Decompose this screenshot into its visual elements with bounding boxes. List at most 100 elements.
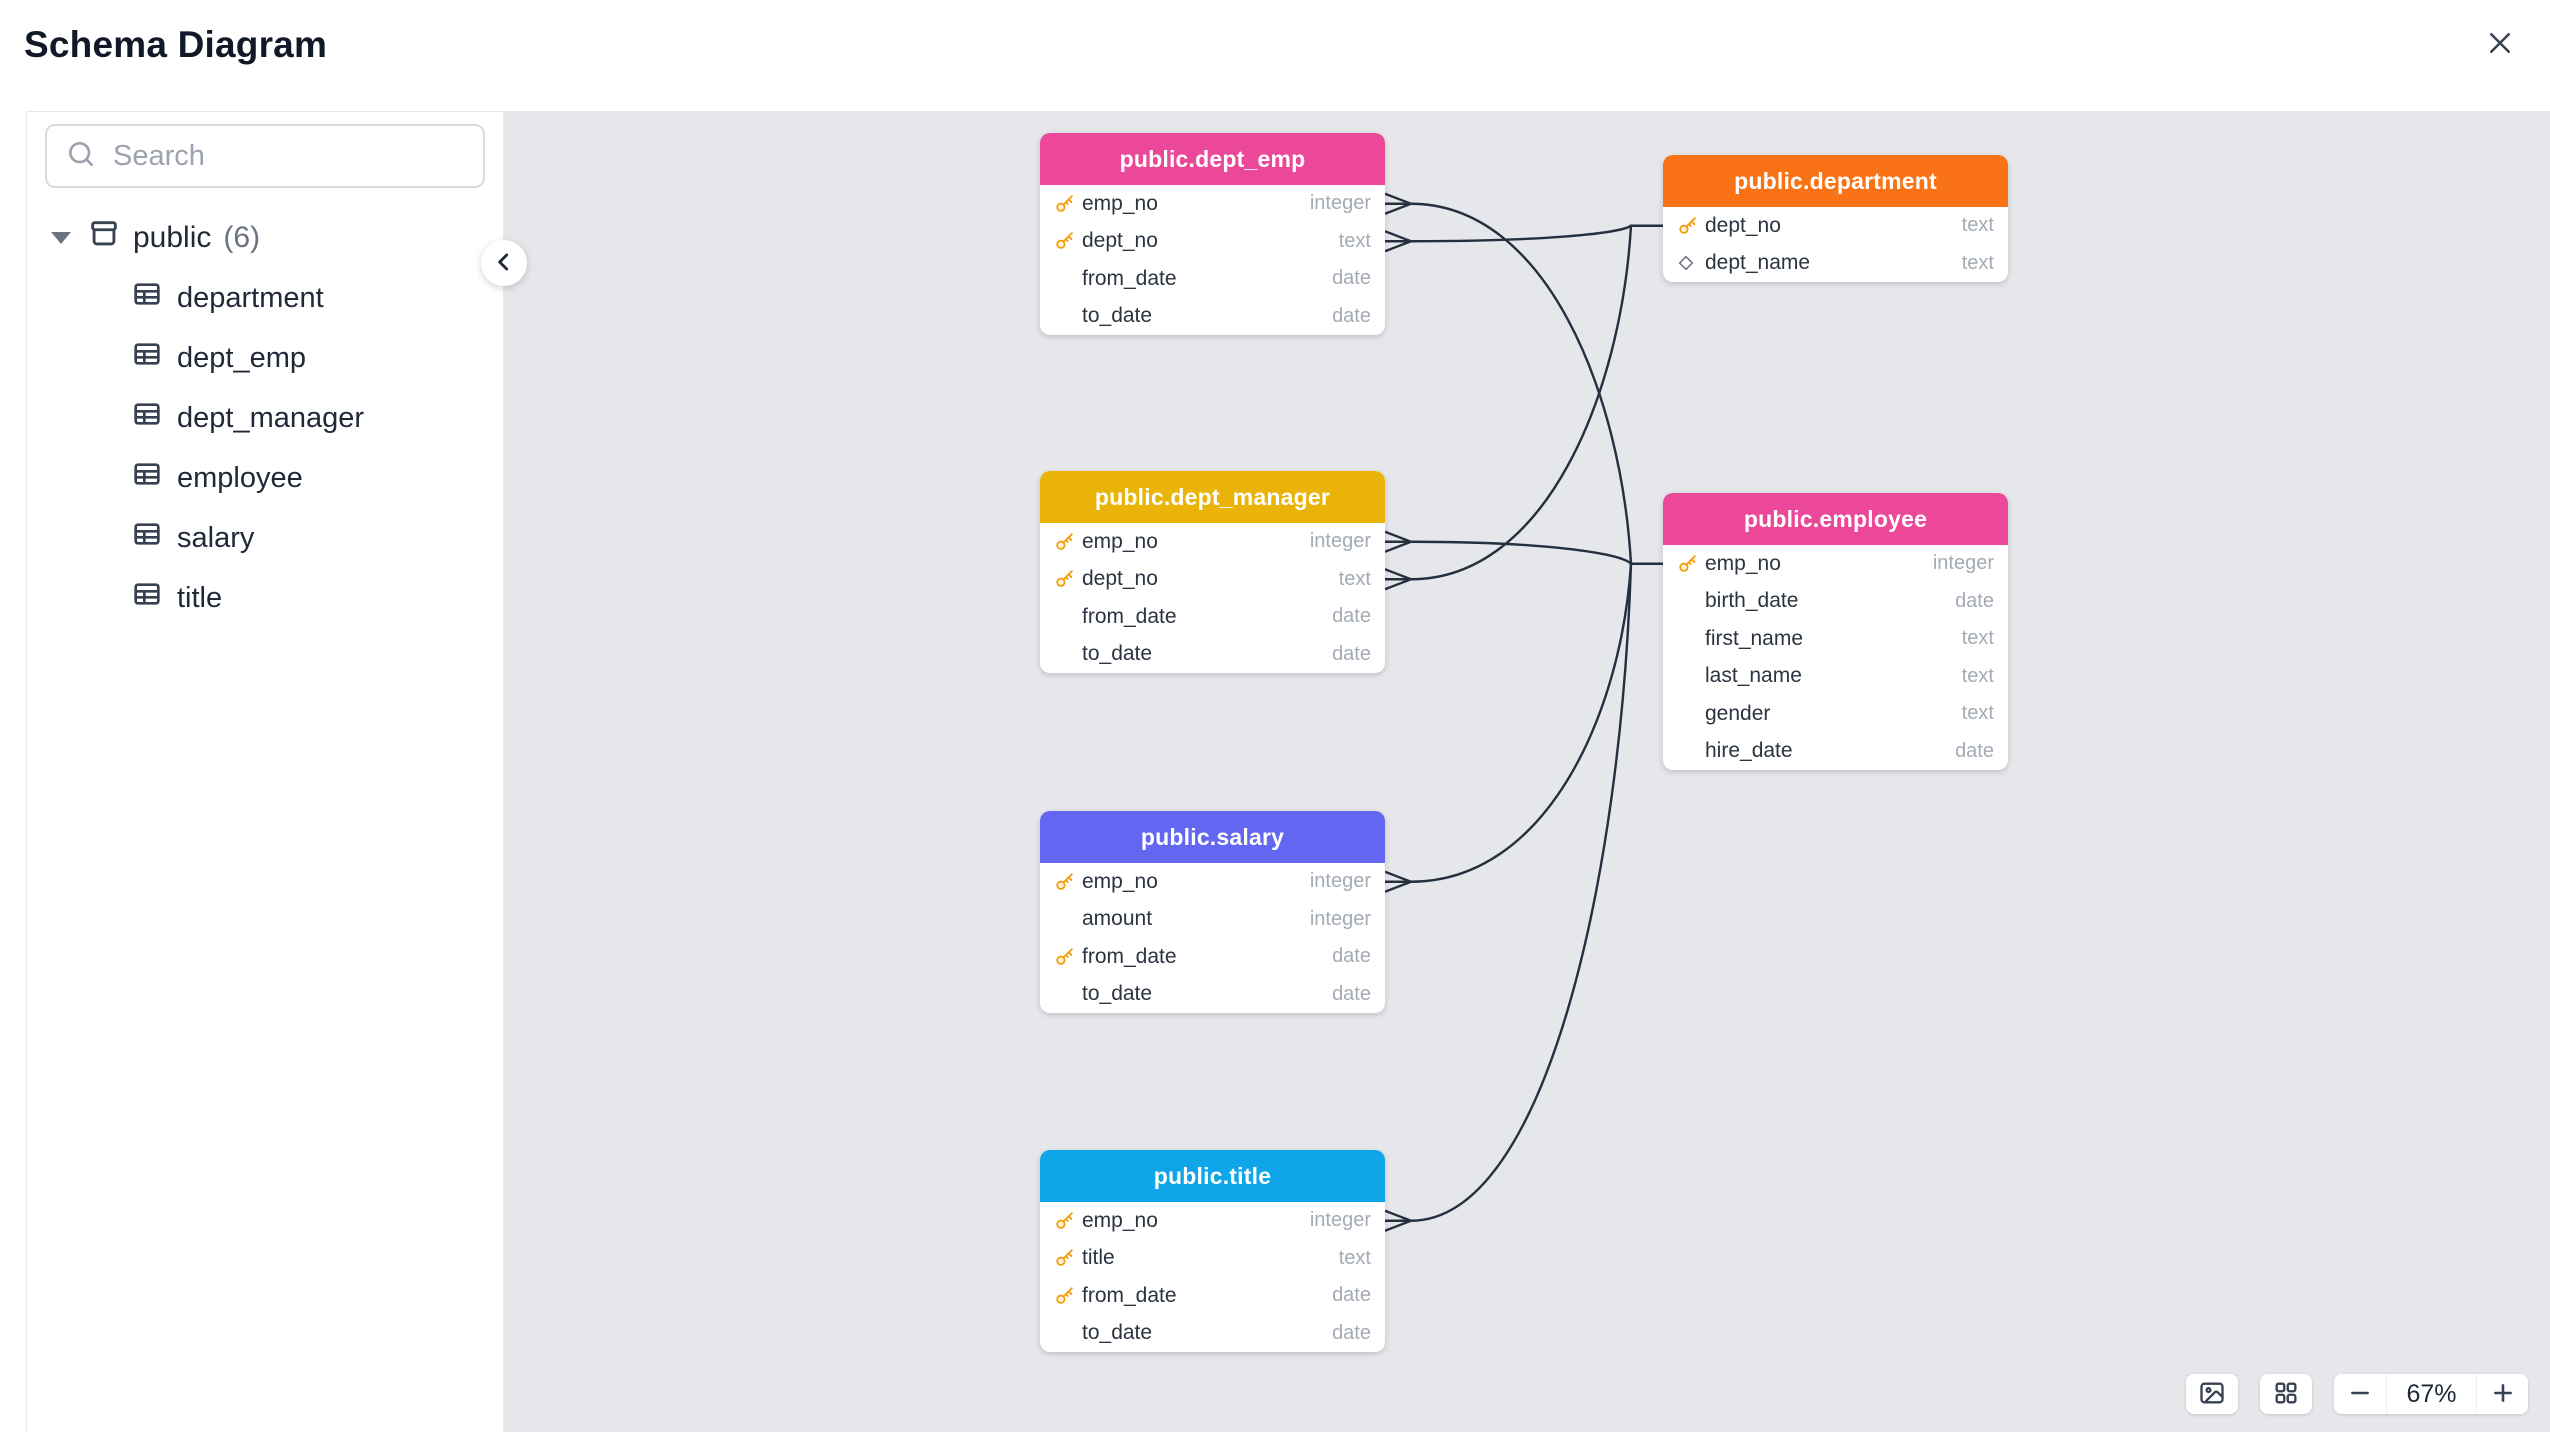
sidebar-item-department[interactable]: department (27, 268, 503, 328)
primary-key-icon (1056, 533, 1073, 550)
column-row[interactable]: emp_no integer (1040, 523, 1385, 561)
column-name: dept_name (1705, 251, 1811, 275)
column-name: from_date (1082, 266, 1177, 290)
column-name: first_name (1705, 626, 1804, 650)
column-row[interactable]: emp_no integer (1040, 863, 1385, 901)
zoom-control: 67% (2334, 1374, 2528, 1414)
zoom-out-button[interactable] (2334, 1374, 2386, 1414)
image-icon (2198, 1379, 2226, 1410)
column-row[interactable]: dept_no text (1663, 207, 2008, 245)
schema-icon (87, 217, 121, 259)
sidebar-collapse-button[interactable] (481, 240, 527, 286)
column-row[interactable]: gender text (1663, 695, 2008, 733)
column-type: integer (1309, 907, 1371, 930)
primary-key-icon (1056, 1287, 1073, 1304)
column-type: integer (1932, 552, 1994, 575)
table-node-rows: emp_no integer amount integer from_date … (1040, 863, 1385, 1013)
table-icon (131, 398, 163, 438)
column-name: emp_no (1082, 869, 1158, 893)
table-node-salary[interactable]: public.salary emp_no integer amount inte… (1040, 811, 1385, 1013)
primary-key-icon (1679, 555, 1696, 572)
column-type: integer (1309, 1209, 1371, 1232)
download-image-button[interactable] (2186, 1374, 2238, 1414)
primary-key-icon (1056, 232, 1073, 250)
column-name: hire_date (1705, 739, 1793, 763)
column-row[interactable]: from_date date (1040, 1277, 1385, 1315)
auto-layout-button[interactable] (2260, 1374, 2312, 1414)
column-type: date (1332, 304, 1371, 327)
column-row[interactable]: last_name text (1663, 658, 2008, 696)
table-node-header[interactable]: public.salary (1040, 811, 1385, 863)
caret-down-icon[interactable] (51, 232, 71, 244)
schema-tree: public (6) department dept_emp dept_mana… (27, 208, 503, 628)
table-icon (131, 578, 163, 618)
column-name: emp_no (1705, 551, 1781, 575)
sidebar-item-dept_emp[interactable]: dept_emp (27, 328, 503, 388)
sidebar-item-title[interactable]: title (27, 568, 503, 628)
column-row[interactable]: dept_name text (1663, 245, 2008, 283)
minus-icon (2347, 1380, 2373, 1409)
column-row[interactable]: first_name text (1663, 620, 2008, 658)
column-type: integer (1309, 870, 1371, 893)
column-name: emp_no (1082, 1208, 1158, 1232)
table-icon (131, 338, 163, 378)
column-row[interactable]: title text (1040, 1240, 1385, 1278)
column-row[interactable]: birth_date date (1663, 583, 2008, 621)
primary-key-icon (1056, 1249, 1073, 1267)
table-node-title[interactable]: public.title emp_no integer title text f… (1040, 1150, 1385, 1352)
sidebar-item-employee[interactable]: employee (27, 448, 503, 508)
table-node-dept_emp[interactable]: public.dept_emp emp_no integer dept_no t… (1040, 133, 1385, 335)
table-node-rows: dept_no text dept_name text (1663, 207, 2008, 282)
primary-key-icon (1056, 1212, 1073, 1229)
column-row[interactable]: emp_no integer (1040, 1202, 1385, 1240)
column-row[interactable]: from_date date (1040, 598, 1385, 636)
column-type: text (1961, 214, 1994, 237)
close-button[interactable] (2478, 22, 2522, 66)
column-row[interactable]: to_date date (1040, 636, 1385, 674)
table-node-header[interactable]: public.employee (1663, 493, 2008, 545)
primary-key-icon (1056, 195, 1073, 212)
column-row[interactable]: from_date date (1040, 938, 1385, 976)
column-row[interactable]: amount integer (1040, 901, 1385, 939)
column-name: from_date (1082, 604, 1177, 628)
column-type: date (1332, 945, 1371, 968)
sidebar-item-salary[interactable]: salary (27, 508, 503, 568)
column-type: date (1332, 1321, 1371, 1344)
table-node-header[interactable]: public.department (1663, 155, 2008, 207)
column-row[interactable]: to_date date (1040, 1315, 1385, 1353)
table-node-header[interactable]: public.title (1040, 1150, 1385, 1202)
page-title: Schema Diagram (24, 24, 328, 65)
sidebar-item-dept_manager[interactable]: dept_manager (27, 388, 503, 448)
table-node-department[interactable]: public.department dept_no text dept_name… (1663, 155, 2008, 282)
column-type: date (1332, 982, 1371, 1005)
column-name: gender (1705, 701, 1771, 725)
table-node-rows: emp_no integer dept_no text from_date da… (1040, 185, 1385, 335)
column-row[interactable]: to_date date (1040, 976, 1385, 1014)
schema-name: public (133, 221, 212, 254)
column-type: date (1332, 267, 1371, 290)
table-node-dept_manager[interactable]: public.dept_manager emp_no integer dept_… (1040, 471, 1385, 673)
column-row[interactable]: from_date date (1040, 260, 1385, 298)
sidebar: public (6) department dept_emp dept_mana… (26, 111, 504, 1432)
column-row[interactable]: to_date date (1040, 298, 1385, 336)
table-node-header[interactable]: public.dept_emp (1040, 133, 1385, 185)
column-row[interactable]: emp_no integer (1663, 545, 2008, 583)
table-name-label: dept_manager (177, 401, 365, 434)
table-name-label: dept_emp (177, 341, 306, 374)
zoom-in-button[interactable] (2476, 1374, 2528, 1414)
column-name: emp_no (1082, 529, 1158, 553)
unique-diamond-icon (1678, 256, 1694, 271)
column-type: date (1955, 739, 1994, 762)
column-row[interactable]: hire_date date (1663, 733, 2008, 771)
tree-schema-public[interactable]: public (6) (27, 208, 503, 268)
zoom-level: 67% (2386, 1374, 2476, 1414)
column-row[interactable]: dept_no text (1040, 561, 1385, 599)
column-name: to_date (1082, 642, 1153, 666)
table-node-employee[interactable]: public.employee emp_no integer birth_dat… (1663, 493, 2008, 770)
search-input[interactable] (113, 139, 465, 173)
table-name-label: salary (177, 521, 255, 554)
column-row[interactable]: dept_no text (1040, 223, 1385, 261)
column-row[interactable]: emp_no integer (1040, 185, 1385, 223)
table-node-header[interactable]: public.dept_manager (1040, 471, 1385, 523)
diagram-canvas[interactable] (503, 111, 2550, 1432)
